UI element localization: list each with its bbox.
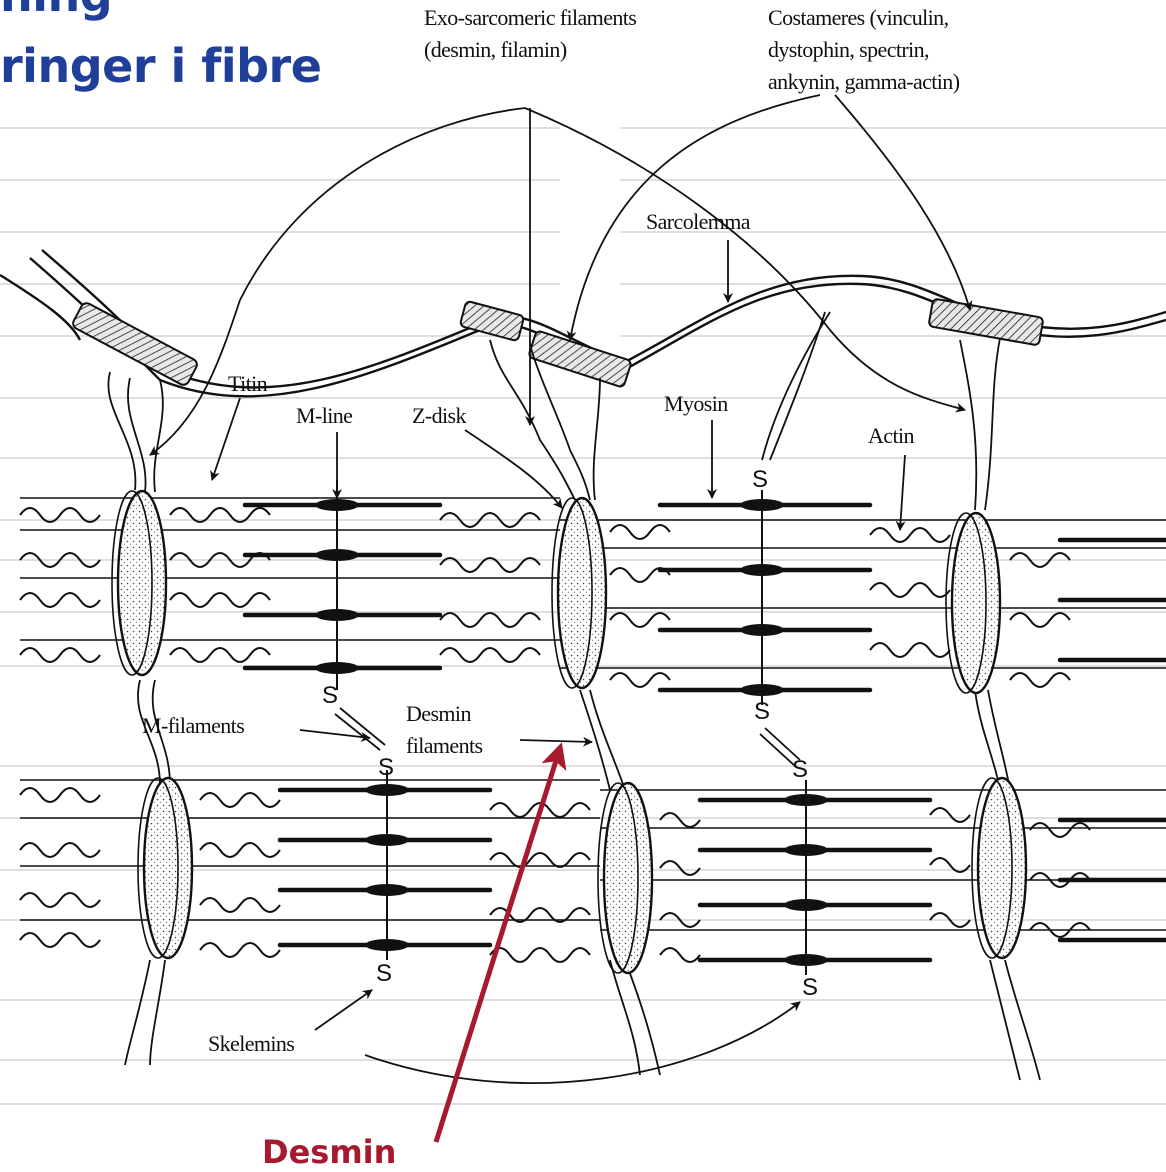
label-skelemins: Skelemins (208, 1028, 294, 1060)
slide-title-line-1: ning (0, 0, 112, 18)
label-z-disk: Z-disk (412, 400, 466, 432)
desmin-callout: Desmin (262, 1136, 396, 1168)
label-actin: Actin (868, 420, 914, 452)
label-exo-sarcomeric-line-2: (desmin, filamin) (424, 34, 636, 66)
slide-title-line-2: ringer i fibre (0, 43, 321, 89)
label-costameres-line-1: Costameres (vinculin, (768, 2, 959, 34)
s-marker: S (376, 962, 392, 986)
s-marker: S (792, 758, 808, 782)
label-titin: Titin (228, 368, 267, 400)
s-marker: S (802, 976, 818, 1000)
s-marker: S (752, 468, 768, 492)
label-costameres-line-3: ankynin, gamma-actin) (768, 66, 959, 98)
label-costameres: Costameres (vinculin, dystophin, spectri… (768, 2, 959, 98)
label-costameres-line-2: dystophin, spectrin, (768, 34, 959, 66)
s-marker: S (322, 684, 338, 708)
label-desmin-filaments-line-1: Desmin (406, 698, 482, 730)
label-desmin-filaments-line-2: filaments (406, 730, 482, 762)
label-myosin: Myosin (664, 388, 728, 420)
label-sarcolemma: Sarcolemma (646, 206, 750, 238)
s-marker: S (378, 756, 394, 780)
label-exo-sarcomeric: Exo-sarcomeric filaments (desmin, filami… (424, 2, 636, 66)
costamere-blocks (71, 298, 1044, 387)
s-marker: S (754, 700, 770, 724)
label-m-filaments: M-filaments (142, 710, 244, 742)
label-exo-sarcomeric-line-1: Exo-sarcomeric filaments (424, 2, 636, 34)
z-disks (118, 491, 1026, 973)
skelemin-connectors (335, 708, 800, 766)
label-desmin-filaments: Desmin filaments (406, 698, 482, 762)
label-m-line: M-line (296, 400, 352, 432)
